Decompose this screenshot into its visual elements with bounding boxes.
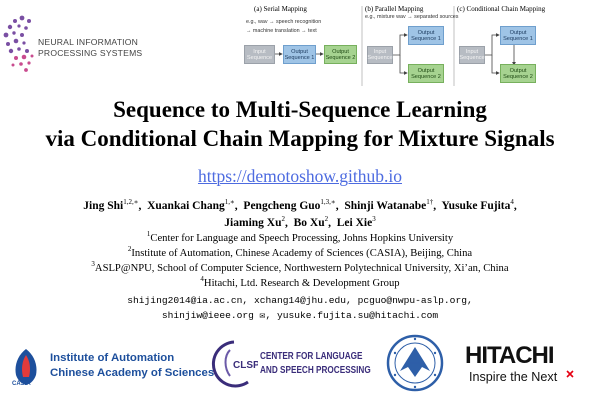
panel-a-note-2: → machine translation → text (246, 28, 317, 34)
affiliation-text: Institute of Automation, Chinese Academy… (131, 248, 473, 259)
panel-b-output-1-box: Output Sequence 1 (408, 26, 444, 45)
hitachi-accent-icon (566, 370, 574, 378)
panel-b-input-box: Input Sequence (367, 46, 393, 64)
panel-c-output-2-box: Output Sequence 2 (500, 64, 536, 83)
hitachi-wordmark: HITACHI (465, 342, 555, 369)
casia-emblem-icon: CASIA (12, 349, 37, 387)
nwpu-logo (386, 333, 444, 393)
author-sup: 2 (281, 215, 286, 223)
author-name: Xuankai Chang (147, 200, 225, 212)
emails-line-1: shijing2014@ia.ac.cn, xchang14@jhu.edu, … (127, 295, 473, 306)
authors-line-1: Jing Shi1,2,∗, Xuankai Chang1,∗, Pengche… (83, 198, 517, 213)
author-sup: 2 (324, 215, 329, 223)
neurips-line-2: PROCESSING SYSTEMS (38, 48, 143, 58)
author-name: Jing Shi (83, 200, 124, 212)
author-name: Jiaming Xu (224, 217, 282, 229)
author-name: Lei Xie (336, 217, 373, 229)
panel-c-input-box: Input Sequence (459, 46, 485, 64)
demo-url-row: https://demotoshow.github.io (0, 166, 600, 187)
affiliation-sup: 1 (146, 230, 151, 238)
affiliation-3: 3ASLP@NPU, School of Computer Science, N… (0, 260, 600, 275)
casia-logo: CASIA Institute of Automation Chinese Ac… (8, 345, 214, 389)
clsp-emblem-icon: CLSP (211, 340, 258, 388)
author-sup: 1† (426, 198, 434, 206)
panel-b-note: e.g., mixture wav → separated sources (365, 14, 459, 20)
affiliation-sup: 3 (91, 260, 95, 268)
clsp-line-2: AND SPEECH PROCESSING (260, 365, 371, 376)
demo-url-link[interactable]: https://demotoshow.github.io (197, 166, 402, 186)
neurips-brain-icon (3, 15, 34, 72)
neurips-line-1: NEURAL INFORMATION (38, 37, 139, 47)
author-name: Shinji Watanabe (344, 200, 427, 212)
affiliation-1: 1Center for Language and Speech Processi… (0, 230, 600, 245)
panel-c-title: (c) Conditional Chain Mapping (457, 5, 546, 13)
author-sup: 3 (372, 215, 376, 223)
affiliation-sup: 4 (200, 275, 204, 283)
affiliation-2: 2Institute of Automation, Chinese Academ… (0, 245, 600, 260)
authors-line-2: Jiaming Xu2, Bo Xu2, Lei Xie3 (224, 215, 376, 230)
emails-line-2: shinjiw@ieee.org ✉, yusuke.fujita.su@hit… (161, 310, 439, 321)
author-name: Pengcheng Guo (243, 200, 321, 212)
affiliation-text: ASLP@NPU, School of Computer Science, No… (94, 263, 509, 274)
nwpu-seal-icon (386, 334, 444, 392)
paper-title: Sequence to Multi-Sequence Learning via … (0, 95, 600, 153)
clsp-logo: CLSP CENTER FOR LANGUAGE AND SPEECH PROC… (208, 338, 371, 390)
author-name: Yusuke Fujita (441, 200, 511, 212)
clsp-mark: CLSP (233, 360, 258, 371)
clsp-line-1: CENTER FOR LANGUAGE (260, 351, 363, 362)
hitachi-tagline: Inspire the Next (469, 370, 558, 384)
affiliation-text: Center for Language and Speech Processin… (150, 233, 454, 244)
paper-title-line-1: Sequence to Multi-Sequence Learning (113, 97, 487, 122)
diagram-arrows (275, 6, 516, 86)
affiliation-sup: 2 (127, 245, 132, 253)
affiliation-4: 4Hitachi, Ltd. Research & Development Gr… (0, 275, 600, 290)
panel-b-title: (b) Parallel Mapping (365, 5, 424, 13)
author-name: Bo Xu (293, 217, 325, 229)
panel-a-title: (a) Serial Mapping (254, 5, 307, 13)
panel-c-output-1-box: Output Sequence 1 (500, 26, 536, 45)
mapping-diagram: (a) Serial Mapping e.g., wav → speech re… (244, 2, 596, 88)
panel-a-output-2-box: Output Sequence 2 (324, 45, 357, 64)
author-sup: 1,∗ (224, 198, 235, 206)
panel-a-output-1-box: Output Sequence 1 (283, 45, 316, 64)
casia-line-1: Institute of Automation (50, 352, 175, 364)
casia-line-2: Chinese Academy of Sciences (50, 367, 215, 379)
panel-b-output-2-box: Output Sequence 2 (408, 64, 444, 83)
panel-a-input-box: Input Sequence (244, 45, 275, 64)
affiliation-text: Hitachi, Ltd. Research & Development Gro… (203, 278, 400, 289)
author-sup: 4 (510, 198, 514, 206)
hitachi-logo: HITACHI Inspire the Next (463, 343, 580, 387)
panel-a-note-1: e.g., wav → speech recognition (246, 19, 322, 25)
neurips-logo: NEURAL INFORMATION PROCESSING SYSTEMS (2, 2, 150, 88)
author-sup: 1,3,∗ (320, 198, 336, 206)
author-sup: 1,2,∗ (123, 198, 139, 206)
casia-badge: CASIA (12, 381, 31, 387)
paper-title-line-2: via Conditional Chain Mapping for Mixtur… (45, 126, 555, 151)
